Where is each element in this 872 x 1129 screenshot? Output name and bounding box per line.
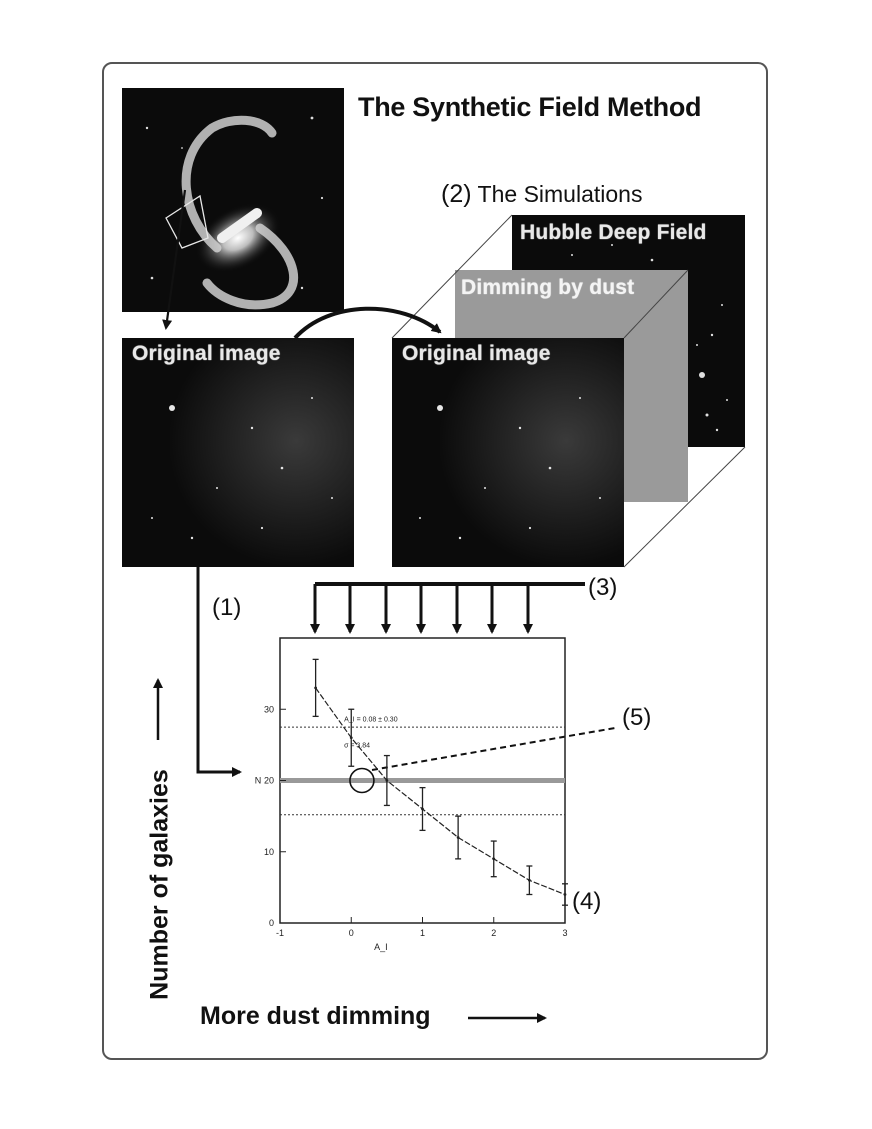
x-axis-caption: More dust dimming xyxy=(200,1002,431,1030)
data-point xyxy=(314,686,318,690)
data-point xyxy=(421,807,424,811)
data-point xyxy=(563,893,567,896)
original-image-left: Original image xyxy=(122,338,354,567)
data-point xyxy=(385,779,389,782)
original-image-left-label: Original image xyxy=(132,342,281,365)
step1-label: (1) xyxy=(212,594,242,621)
galaxy-image xyxy=(122,88,344,312)
intersection-circle xyxy=(349,767,375,794)
x-axis-label: A_I xyxy=(374,942,388,952)
step3-label: (3) xyxy=(588,574,618,601)
fit-curve xyxy=(315,687,566,896)
figure-title: The Synthetic Field Method xyxy=(358,92,702,122)
y-tick-label: 30 xyxy=(264,704,274,714)
x-tick-label: 2 xyxy=(491,928,496,938)
x-tick-label: 0 xyxy=(349,928,354,938)
y-tick-label: 20 xyxy=(264,776,274,786)
step5-label: (5) xyxy=(622,704,652,731)
annotation-ai: A_I = 0.08 ± 0.30 xyxy=(344,716,398,723)
y-axis-caption: Number of galaxies xyxy=(145,769,174,1000)
hubble-deep-field-label: Hubble Deep Field xyxy=(520,221,707,244)
figure-frame xyxy=(102,62,768,1060)
simulations-number: (2) xyxy=(441,180,472,208)
y-tick-label: 0 xyxy=(269,918,274,928)
x-tick-label: -1 xyxy=(276,928,284,938)
annotation-sigma: σ = 3.84 xyxy=(344,743,370,750)
original-image-right-label: Original image xyxy=(402,342,551,365)
y-axis-label: N xyxy=(255,776,262,786)
original-image-right: Original image xyxy=(392,338,624,567)
data-point xyxy=(456,836,460,839)
y-tick-label: 10 xyxy=(264,847,274,857)
dimming-by-dust-label: Dimming by dust xyxy=(461,276,635,299)
simulations-label: The Simulations xyxy=(477,181,643,207)
data-point xyxy=(527,878,531,882)
x-tick-label: 1 xyxy=(420,928,425,938)
data-point xyxy=(492,857,496,861)
simulations-heading: (2) The Simulations xyxy=(441,180,642,209)
data-point xyxy=(349,736,353,740)
x-tick-label: 3 xyxy=(562,928,567,938)
step4-label: (4) xyxy=(572,888,602,915)
